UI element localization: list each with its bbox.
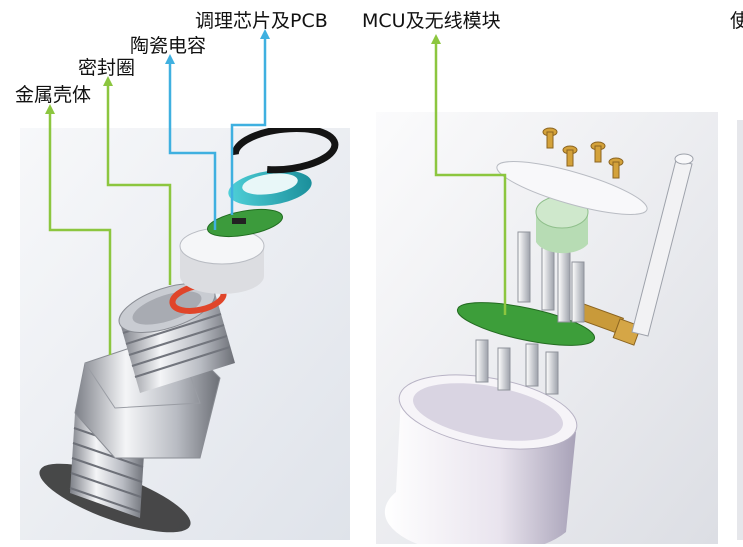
- upper-thread: [118, 282, 235, 393]
- label-conditioning-chip-pcb: 调理芯片及PCB: [195, 10, 328, 32]
- arrow-metal-housing: [45, 104, 55, 114]
- leader-seal-ring: [106, 82, 172, 285]
- upper-standoffs: [517, 231, 585, 323]
- arrow-ceramic-capacitor: [165, 54, 175, 64]
- leader-conditioning-chip: [230, 35, 267, 215]
- base-cylinder: [384, 374, 578, 544]
- black-retaining-ring: [231, 128, 339, 174]
- label-mcu-wireless-module: MCU及无线模块: [362, 10, 501, 32]
- leader-ceramic-capacitor: [168, 60, 217, 230]
- arrow-mcu-module: [431, 34, 441, 44]
- gold-screws: [542, 127, 624, 179]
- arrow-conditioning-chip: [260, 29, 270, 39]
- cyan-ring: [228, 170, 312, 206]
- mcu-green-board: [456, 302, 596, 346]
- label-cut-off-right: 使: [730, 10, 743, 32]
- label-metal-housing: 金属壳体: [15, 84, 92, 106]
- arrow-seal-ring: [103, 76, 113, 86]
- top-cover-disc: [496, 161, 648, 215]
- leader-metal-housing: [48, 110, 112, 355]
- leader-mcu-module: [434, 40, 507, 315]
- ceramic-capacitor-part: [179, 227, 265, 294]
- lower-standoffs: [475, 339, 559, 395]
- right-edge-panel-sliver: [737, 120, 743, 540]
- right-module-exploded-view: [376, 112, 718, 544]
- left-sensor-exploded-view: [20, 128, 350, 540]
- label-seal-ring: 密封圈: [78, 57, 136, 79]
- label-ceramic-capacitor: 陶瓷电容: [130, 35, 207, 57]
